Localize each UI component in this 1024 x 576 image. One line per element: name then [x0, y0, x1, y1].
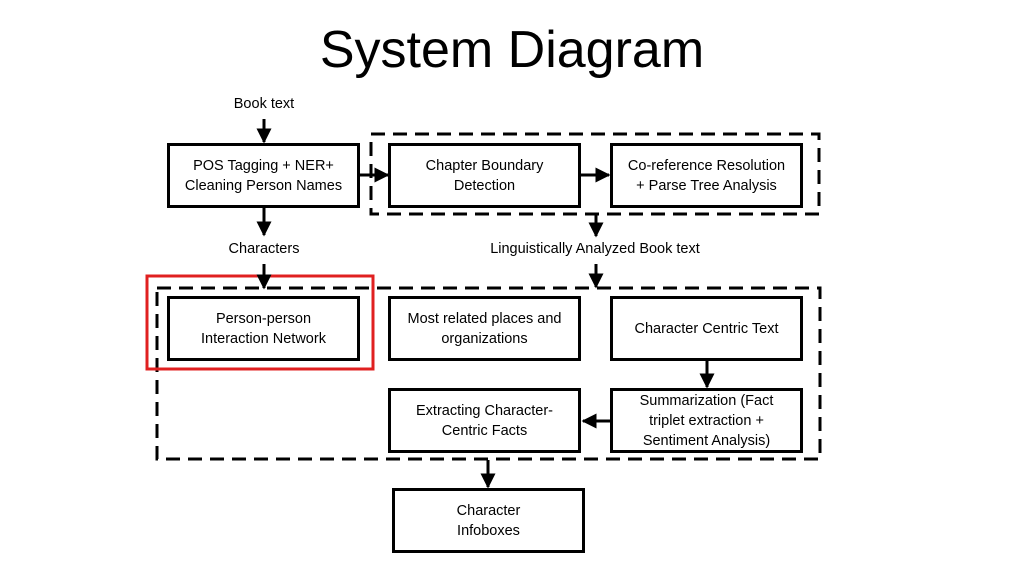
box-coreference: Co-reference Resolution + Parse Tree Ana…: [610, 143, 803, 208]
box-character-centric-text-text: Character Centric Text: [634, 320, 779, 337]
box-extracting-facts: Extracting Character- Centric Facts: [388, 388, 581, 453]
box-summarization: Summarization (Fact triplet extraction +…: [610, 388, 803, 453]
box-person-network: Person-person Interaction Network: [167, 296, 360, 361]
box-person-network-text: Person-person Interaction Network: [201, 310, 326, 347]
dashed-group-bottom: [155, 286, 822, 461]
box-coreference-text: Co-reference Resolution + Parse Tree Ana…: [627, 157, 786, 194]
box-places-organizations-text: Most related places and organizations: [407, 310, 562, 347]
box-extracting-facts-text: Extracting Character- Centric Facts: [416, 402, 553, 439]
box-summarization-text: Summarization (Fact triplet extraction +…: [639, 392, 774, 449]
box-character-infoboxes-text: Character Infoboxes: [456, 502, 521, 539]
box-pos-tagging: POS Tagging + NER+ Cleaning Person Names: [167, 143, 360, 208]
box-pos-tagging-text: POS Tagging + NER+ Cleaning Person Names: [184, 157, 343, 194]
label-book-text: Book text: [233, 96, 295, 112]
label-characters: Characters: [228, 241, 300, 257]
page-title: System Diagram: [319, 21, 705, 79]
label-linguistically-analyzed: Linguistically Analyzed Book text: [490, 241, 700, 257]
box-chapter-boundary-text: Chapter Boundary Detection: [425, 157, 544, 194]
box-character-centric-text: Character Centric Text: [610, 296, 803, 361]
box-character-infoboxes: Character Infoboxes: [392, 488, 585, 553]
box-chapter-boundary: Chapter Boundary Detection: [388, 143, 581, 208]
box-places-organizations: Most related places and organizations: [388, 296, 581, 361]
